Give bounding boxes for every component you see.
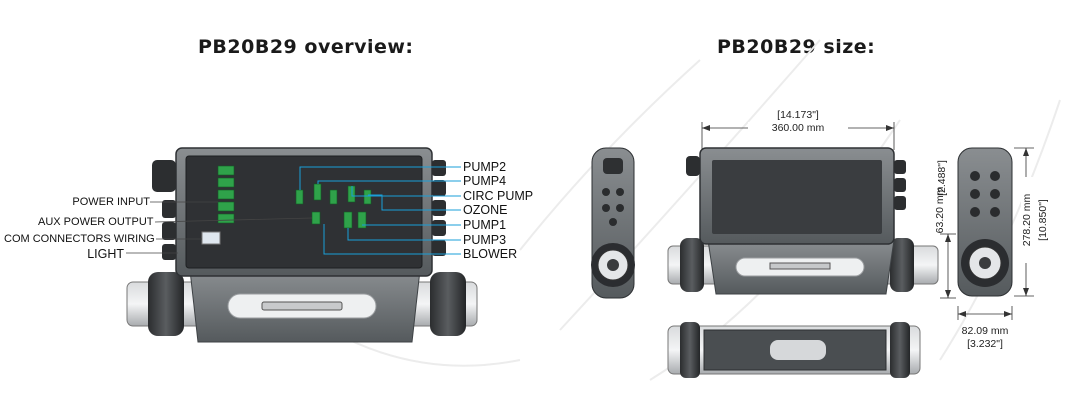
dim-width-inches: [14.173"] (777, 109, 819, 121)
power-input-connectors (217, 165, 235, 224)
label-pump3: PUMP3 (463, 233, 507, 247)
label-blower: BLOWER (463, 247, 518, 261)
label-aux-power-output: AUX POWER OUTPUT (38, 216, 154, 228)
dim-depth-inches: [10.850"] (1037, 199, 1049, 241)
top-view (667, 322, 921, 378)
front-view (667, 147, 939, 295)
label-com-connectors-wiring: COM CONNECTORS WIRING (4, 233, 155, 245)
dim-height-inches: [2.488"] (936, 160, 948, 196)
label-ozone: OZONE (463, 203, 508, 217)
dim-width-mm: 360.00 mm (748, 122, 848, 134)
leader-lines-right (299, 166, 461, 255)
side-view-left (591, 147, 635, 299)
pipe-union-left (148, 272, 184, 336)
leader-lines-left (126, 201, 313, 254)
label-pump2: PUMP2 (463, 160, 507, 174)
dim-side-mm: 82.09 mm (961, 325, 1009, 337)
size-title: PB20B29 size: (717, 36, 876, 58)
dim-side-inches: [3.232"] (967, 338, 1003, 350)
overview-title: PB20B29 overview: (198, 36, 414, 58)
label-pump4: PUMP4 (463, 174, 507, 188)
dimension-arrows (702, 125, 1029, 317)
label-power-input: POWER INPUT (72, 196, 150, 208)
label-circ-pump: CIRC PUMP (463, 189, 534, 203)
dip-switch (201, 231, 221, 245)
dim-depth-mm: 278.20 mm (1021, 177, 1033, 263)
overview-unit (126, 147, 478, 343)
label-light: LIGHT (87, 247, 124, 261)
side-view-right (957, 147, 1013, 297)
label-pump1: PUMP1 (463, 218, 507, 232)
pipe-union-right (430, 272, 466, 336)
